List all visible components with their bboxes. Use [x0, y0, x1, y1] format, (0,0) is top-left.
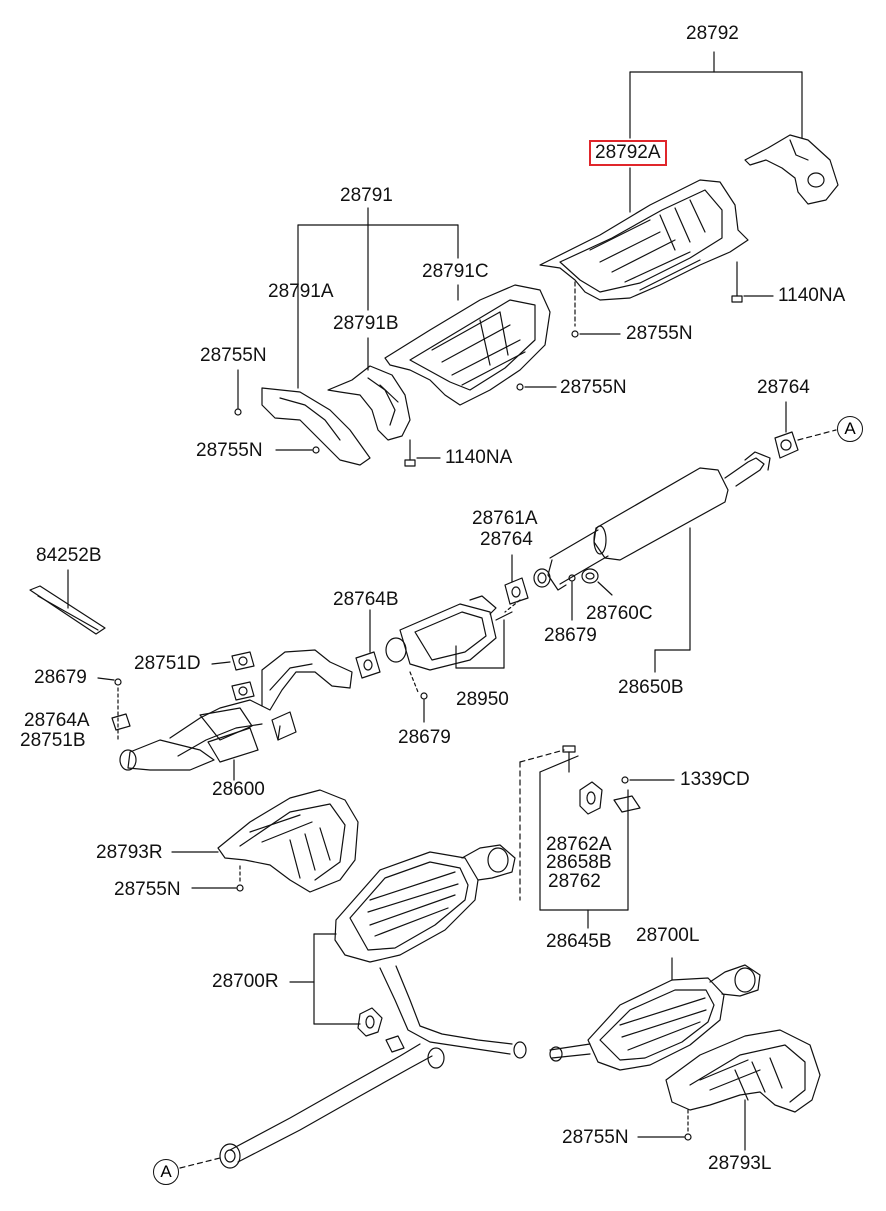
leader-28792: [630, 52, 802, 212]
heat-shield-28791A: [262, 388, 370, 465]
label-28791: 28791: [340, 185, 393, 206]
gasket-28761A: [505, 555, 528, 612]
leader-28755N-d: [276, 447, 319, 453]
label-28755N-e: 28755N: [114, 879, 181, 900]
label-28762: 28762: [548, 871, 601, 892]
front-pipe-28600: [120, 650, 352, 770]
leader-28791: [298, 208, 458, 388]
label-28650B: 28650B: [618, 677, 684, 698]
heat-shield-28793L: [666, 1030, 820, 1112]
leader-28755N-f: [638, 1110, 691, 1140]
gasket-28764-top: [775, 402, 836, 458]
callout-A-top: A: [837, 416, 863, 442]
label-28791A: 28791A: [268, 281, 334, 302]
bolt-1140NA-top: [732, 262, 773, 302]
heat-shield-28792-small: [745, 135, 838, 204]
label-28679-b: 28679: [398, 727, 451, 748]
heat-shield-28791B: [328, 366, 410, 440]
hanger-assembly-28645B: [520, 746, 674, 928]
label-28793L: 28793L: [708, 1153, 772, 1174]
leader-28755N-a: [572, 282, 620, 337]
label-28760C: 28760C: [586, 603, 653, 624]
leader-28679-mid: [569, 575, 575, 620]
label-1140NA-top: 1140NA: [778, 285, 846, 306]
leader-28755N-e: [192, 866, 243, 891]
heat-shield-28792A: [540, 180, 748, 300]
label-28793R: 28793R: [96, 842, 163, 863]
label-28751D: 28751D: [134, 653, 201, 674]
label-28950: 28950: [456, 689, 509, 710]
label-28792: 28792: [686, 23, 739, 44]
leader-28755N-c: [235, 370, 241, 415]
label-28755N-f: 28755N: [562, 1127, 629, 1148]
label-28792A-highlighted: 28792A: [589, 140, 667, 166]
leader-28755N-b: [517, 384, 556, 390]
gasket-28764B: [356, 610, 380, 678]
y-pipe: [220, 966, 526, 1168]
label-28600: 28600: [212, 779, 265, 800]
muffler-28700R: [335, 845, 515, 962]
label-28761A: 28761A: [472, 508, 538, 529]
label-1339CD: 1339CD: [680, 769, 750, 790]
label-28764-mid: 28764: [480, 529, 533, 550]
muffler-28700L: [550, 958, 760, 1070]
label-28755N-b: 28755N: [560, 377, 627, 398]
catalytic-converter-28950: [386, 596, 512, 670]
hanger-28760C: [582, 569, 612, 595]
label-28751B: 28751B: [20, 730, 86, 751]
gasket-28751D: [212, 652, 254, 670]
label-28755N-c: 28755N: [200, 345, 267, 366]
bolt-1140NA-mid: [405, 440, 440, 466]
leader-28700R: [290, 934, 382, 1036]
label-1140NA-mid: 1140NA: [445, 447, 513, 468]
leader-A-bottom: [180, 1158, 220, 1168]
label-28700L: 28700L: [636, 925, 700, 946]
label-28679-left: 28679: [34, 667, 87, 688]
label-28762A: 28762A: [546, 834, 612, 855]
label-28658B: 28658B: [546, 852, 612, 873]
label-28755N-d: 28755N: [196, 440, 263, 461]
label-28791B: 28791B: [333, 313, 399, 334]
leader-28679-b: [410, 672, 427, 722]
label-28764B: 28764B: [333, 589, 399, 610]
flange-connector: [534, 569, 550, 587]
label-28791C: 28791C: [422, 261, 489, 282]
label-28700R: 28700R: [212, 971, 279, 992]
center-muffler-28650B: [548, 452, 770, 590]
label-28679-mid: 28679: [544, 625, 597, 646]
bar-84252B: [30, 570, 105, 634]
label-28755N-a: 28755N: [626, 323, 693, 344]
leader-28950: [456, 620, 504, 668]
label-28645B: 28645B: [546, 931, 612, 952]
gasket-pair-28764A: [98, 678, 254, 740]
leader-28650B: [655, 528, 690, 672]
label-28764A: 28764A: [24, 710, 90, 731]
heat-shield-28791C: [385, 285, 550, 405]
label-28764-top: 28764: [757, 377, 810, 398]
label-84252B: 84252B: [36, 545, 102, 566]
callout-A-bottom: A: [153, 1159, 179, 1185]
heat-shield-28793R: [218, 790, 358, 892]
